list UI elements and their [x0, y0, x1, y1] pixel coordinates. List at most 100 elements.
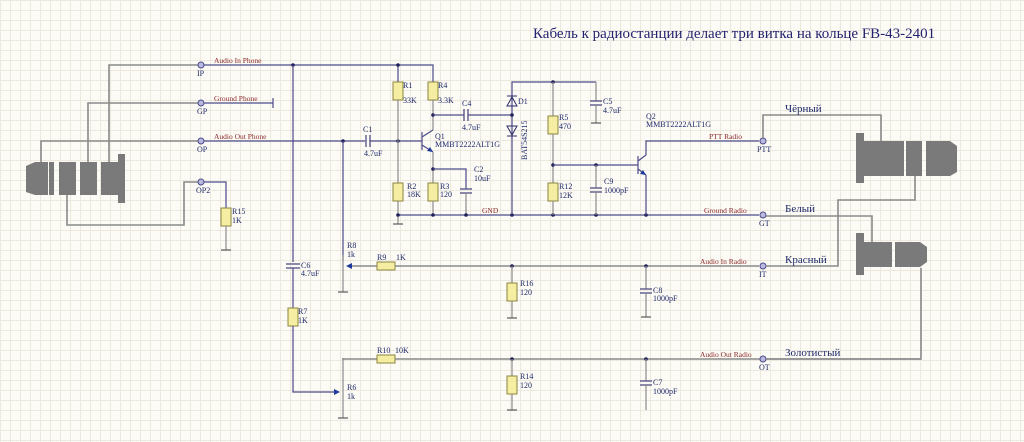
c7-ref: C7	[653, 378, 662, 387]
potentiometer-r8[interactable]: R8 1k	[347, 241, 356, 259]
r10-value: 10K	[395, 346, 409, 355]
port-gp-label: GP	[197, 107, 208, 116]
capacitor-c4[interactable]: C4 4.7uF	[462, 99, 481, 132]
c8-value: 1000pF	[653, 294, 678, 303]
r4-value: 3.3K	[438, 96, 454, 105]
r2-ref: R2	[407, 182, 416, 191]
transistor-q1[interactable]: Q1 MMBT2222ALT1G	[421, 129, 500, 153]
r12-value: 12K	[559, 191, 573, 200]
resistor-r9[interactable]	[376, 261, 396, 271]
resistor-r2[interactable]	[392, 182, 404, 202]
c1-ref: C1	[363, 125, 372, 134]
c2-ref: C2	[474, 165, 483, 174]
c4-ref: C4	[462, 99, 471, 108]
resistor-r3[interactable]	[427, 182, 439, 202]
r9-ref: R9	[377, 253, 386, 262]
capacitor-c1[interactable]: C1 4.7uF	[363, 125, 383, 158]
q1-ref: Q1	[435, 132, 445, 141]
resistor-r4[interactable]	[427, 81, 439, 101]
junction	[431, 213, 435, 217]
capacitor-c6[interactable]: C6 4.7uF	[301, 261, 320, 278]
phone-jack[interactable]	[26, 154, 125, 203]
resistor-r14[interactable]	[506, 375, 518, 395]
r4-ref: R4	[438, 81, 447, 90]
radio-jack-large[interactable]	[856, 133, 957, 183]
wire-gp	[87, 102, 200, 162]
capacitor-c2[interactable]: C2 10uF	[474, 165, 491, 183]
diode-d1[interactable]: D1 BAT54S215	[506, 95, 529, 160]
r12-ref: R12	[559, 182, 572, 191]
r7-ref: R7	[298, 307, 307, 316]
port-op2-label: OP2	[196, 186, 210, 195]
r6-wiper-arrow	[334, 389, 340, 395]
net-audio-in-radio: Audio In Radio	[700, 257, 747, 266]
transistor-q2[interactable]: Q2 MMBT2222ALT1G	[637, 112, 711, 176]
wire-color-black: Чёрный	[785, 103, 822, 115]
r5-value: 470	[559, 122, 571, 131]
r15-value: 1K	[232, 216, 242, 225]
wire-white	[766, 215, 873, 243]
port-gt[interactable]	[759, 211, 767, 219]
resistor-r7[interactable]	[287, 307, 299, 327]
capacitor-c8[interactable]: C8 1000pF	[653, 286, 678, 303]
radio-jack-small-tip	[907, 242, 927, 267]
r14-ref: R14	[520, 372, 533, 381]
resistor-r1[interactable]	[392, 81, 404, 101]
phone-jack-ring-2	[80, 162, 97, 195]
r1-ref: R1	[403, 81, 412, 90]
net-ground-radio: Ground Radio	[704, 206, 747, 215]
d1-upper	[506, 95, 518, 107]
radio-jack-large-sleeve	[856, 133, 864, 183]
r8-wiper-arrow	[346, 263, 352, 269]
net-ptt-radio: PTT Radio	[709, 132, 742, 141]
resistor-r15[interactable]	[220, 207, 232, 227]
q1-emitter-arrow	[427, 147, 433, 152]
d1-value: BAT54S215	[520, 120, 529, 160]
r14-value: 120	[520, 381, 532, 390]
q1-collector	[421, 129, 434, 138]
port-ot[interactable]	[759, 355, 767, 363]
d1-ref: D1	[518, 97, 528, 106]
resistor-r16[interactable]	[506, 282, 518, 302]
c9-value: 1000pF	[604, 186, 629, 195]
resistor-r5[interactable]	[547, 115, 559, 135]
r3-ref: R3	[440, 182, 449, 191]
radio-jack-small[interactable]	[856, 233, 927, 275]
capacitor-c5[interactable]: C5 4.7uF	[603, 97, 622, 115]
r3-value: 120	[440, 190, 452, 199]
potentiometer-r6[interactable]: R6 1k	[347, 383, 356, 401]
q2-emitter-arrow	[640, 170, 646, 175]
radio-jack-small-body	[864, 242, 892, 267]
port-gp[interactable]	[197, 99, 205, 107]
port-ip-label: IP	[197, 69, 205, 78]
port-it[interactable]	[759, 262, 767, 270]
capacitor-c9[interactable]: C9 1000pF	[604, 177, 629, 195]
q1-value: MMBT2222ALT1G	[435, 140, 500, 149]
port-ip[interactable]	[197, 61, 205, 69]
q2-value: MMBT2222ALT1G	[646, 120, 711, 129]
junction-d1	[510, 113, 514, 117]
wire-red	[766, 175, 916, 267]
d1-lower	[506, 125, 518, 137]
r2-value: 18K	[407, 190, 421, 199]
r6-ref: R6	[347, 383, 356, 392]
wire-r7-r6	[292, 326, 336, 393]
port-ptt[interactable]	[759, 137, 767, 145]
wire-op2	[66, 181, 200, 226]
wire-c2	[433, 168, 467, 189]
resistor-r12[interactable]	[547, 182, 559, 202]
c5-value: 4.7uF	[603, 106, 622, 115]
port-op[interactable]	[197, 137, 205, 145]
phone-jack-ring-1	[59, 162, 76, 195]
c7-value: 1000pF	[653, 387, 678, 396]
radio-jack-large-tip	[929, 141, 957, 176]
r6-value: 1k	[347, 392, 355, 401]
port-op2[interactable]	[197, 178, 205, 186]
resistor-r10[interactable]	[376, 354, 396, 364]
junction	[396, 213, 400, 217]
capacitor-c7[interactable]: C7 1000pF	[653, 378, 678, 396]
wire-gold	[766, 268, 922, 360]
c4-value: 4.7uF	[462, 123, 481, 132]
phone-jack-sleeve	[118, 154, 125, 203]
net-ground-phone: Ground Phone	[214, 94, 258, 103]
